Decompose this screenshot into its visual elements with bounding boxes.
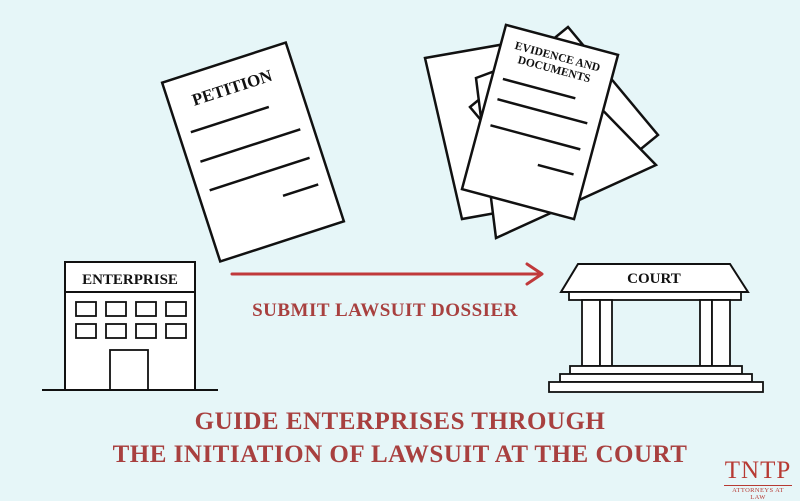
evidence-documents-stack: EVIDENCE AND DOCUMENTS <box>423 23 660 240</box>
submission-arrow <box>230 262 544 286</box>
evidence-text-line <box>497 98 588 125</box>
court-columns <box>581 299 731 367</box>
window <box>135 323 157 339</box>
caption-line-2: THE INITIATION OF LAWSUIT AT THE COURT <box>112 441 688 468</box>
window <box>75 301 97 317</box>
court-roof <box>559 263 750 293</box>
column <box>699 299 713 367</box>
petition-document: PETITION <box>160 40 346 264</box>
enterprise-label: ENTERPRISE <box>82 272 178 288</box>
evidence-text-line <box>537 163 574 176</box>
court-step-upper <box>569 365 743 375</box>
evidence-text-line <box>502 77 576 100</box>
petition-text-line <box>200 128 301 163</box>
logo-subtitle: ATTORNEYS AT LAW <box>724 485 792 501</box>
column <box>599 299 613 367</box>
caption-line-1: GUIDE ENTERPRISES THROUGH <box>194 408 606 435</box>
evidence-text-line <box>490 124 581 151</box>
court-entablature <box>568 291 742 301</box>
court-label: COURT <box>627 271 681 287</box>
court-building: COURT <box>548 263 764 393</box>
window <box>75 323 97 339</box>
window <box>165 301 187 317</box>
petition-text-line <box>190 105 270 134</box>
window <box>135 301 157 317</box>
column <box>581 299 601 367</box>
window <box>105 301 127 317</box>
window <box>165 323 187 339</box>
column <box>711 299 731 367</box>
court-step-lower <box>548 381 764 393</box>
petition-text-line <box>282 183 319 198</box>
enterprise-door <box>109 349 149 391</box>
petition-text-line <box>209 156 310 192</box>
arrow-label: SUBMIT LAWSUIT DOSSIER <box>252 300 518 321</box>
logo-mark: TNTP <box>724 457 792 484</box>
court-step-middle <box>559 373 753 383</box>
arrow-head <box>525 262 544 286</box>
evidence-front-page: EVIDENCE AND DOCUMENTS <box>460 23 620 221</box>
enterprise-building: ENTERPRISE <box>42 261 218 391</box>
tntp-logo: TNTP ATTORNEYS AT LAW <box>716 458 800 501</box>
window <box>105 323 127 339</box>
enterprise-windows <box>75 301 187 339</box>
